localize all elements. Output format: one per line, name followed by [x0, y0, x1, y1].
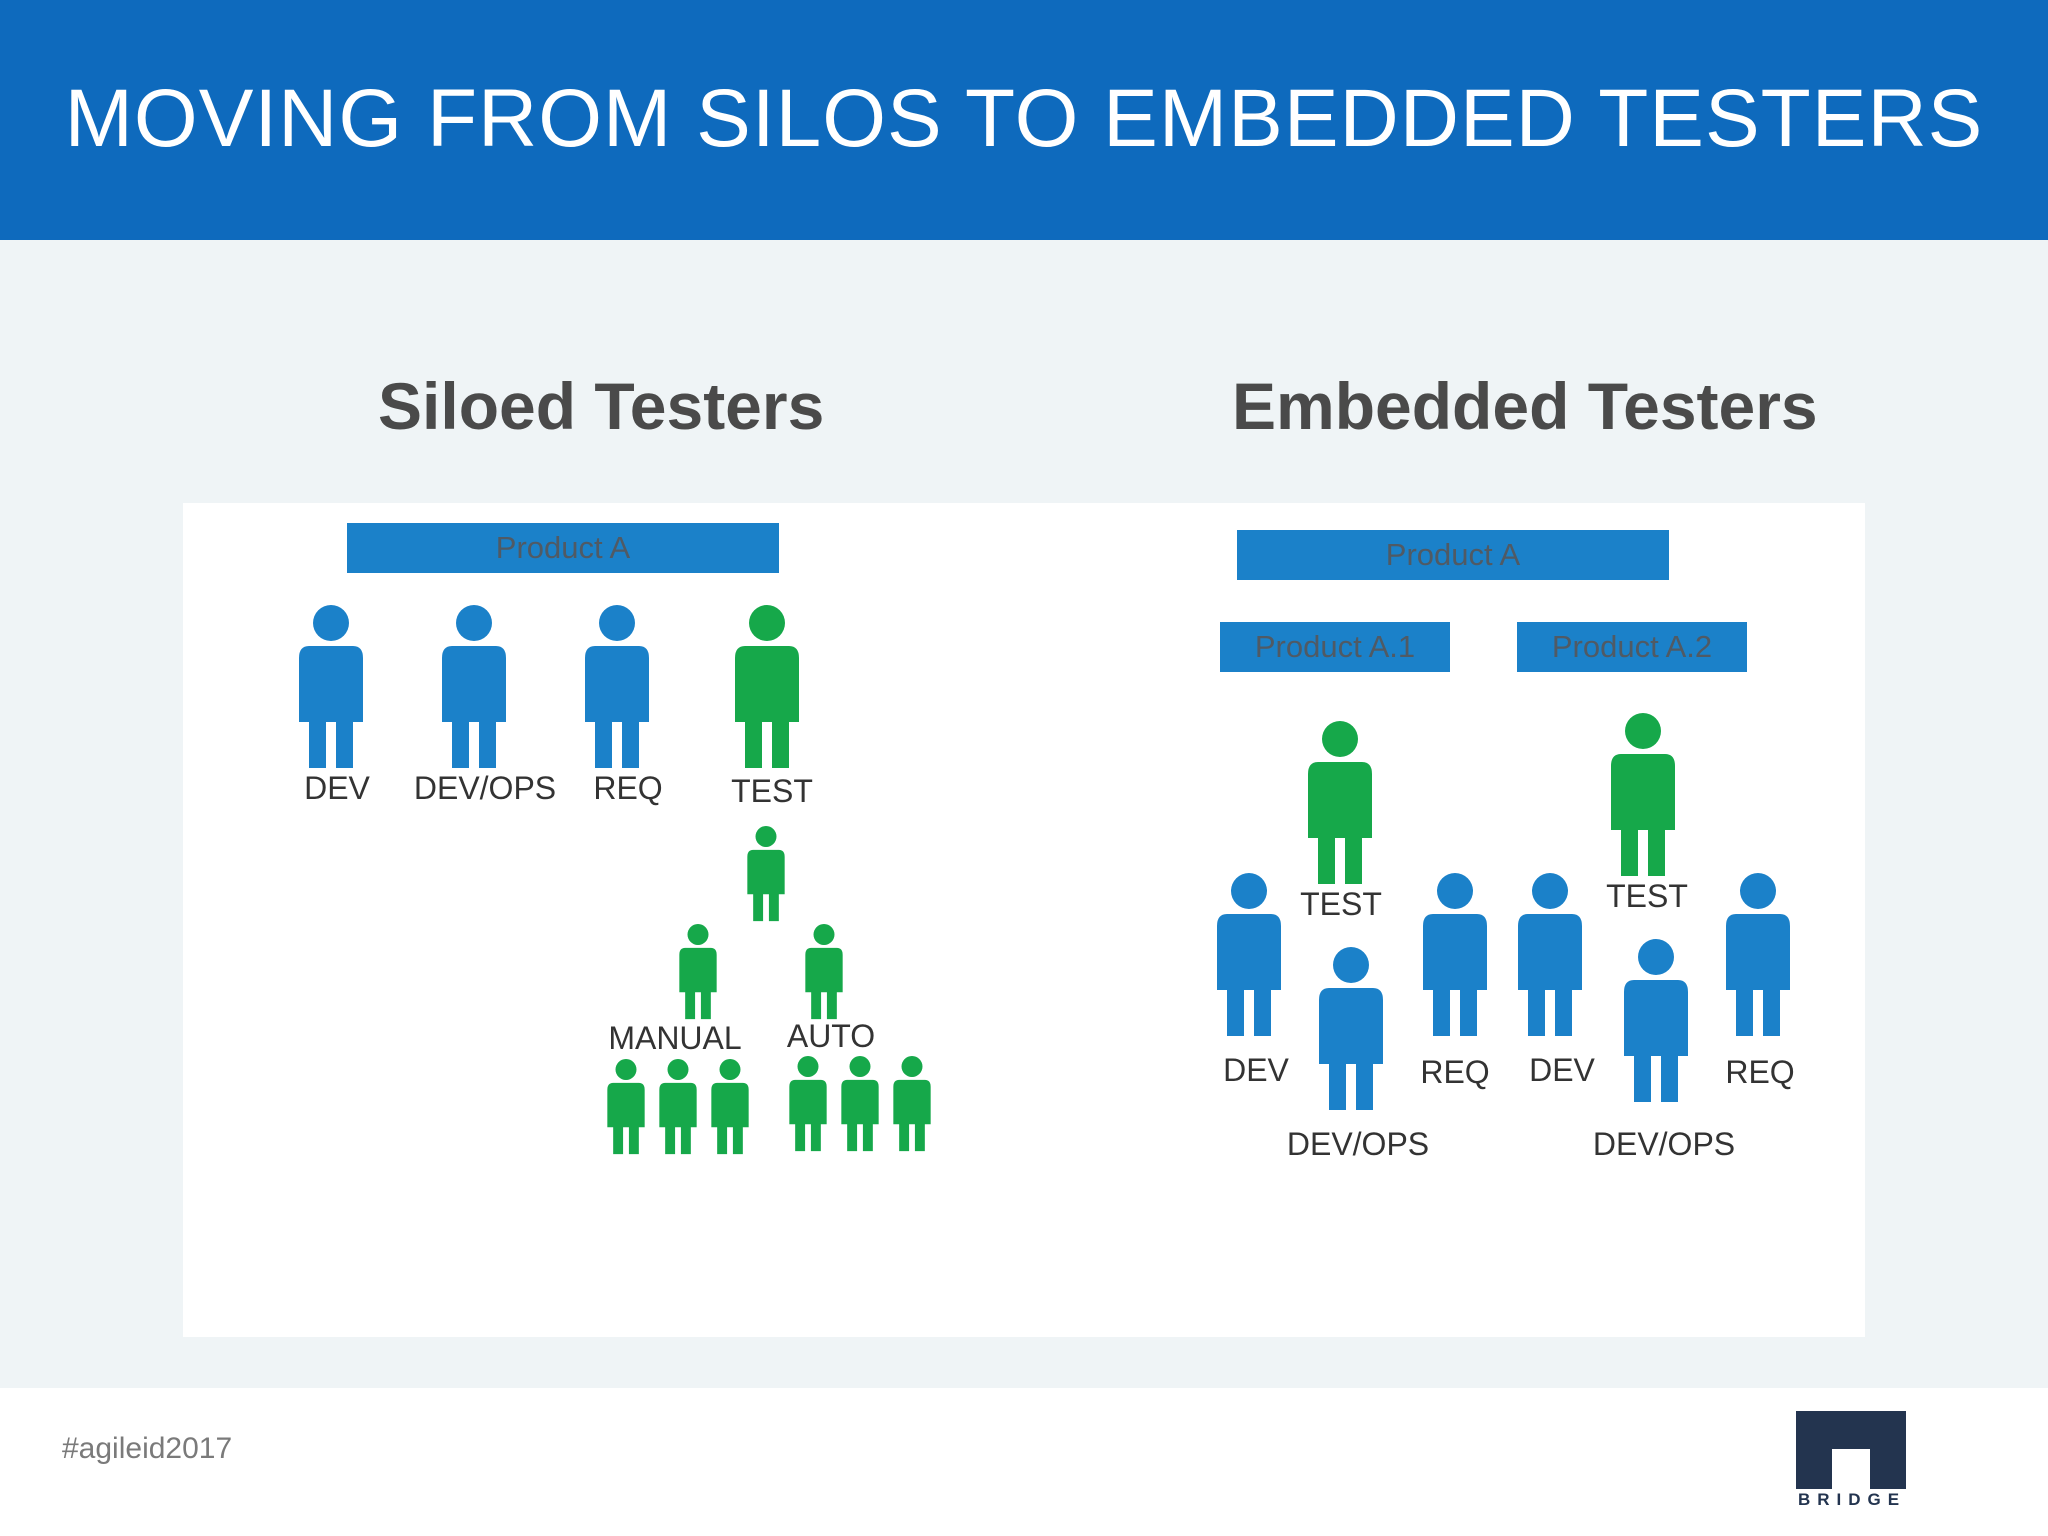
a2-devops-label: DEV/OPS — [1592, 1126, 1736, 1162]
a1-dev-person-icon — [1217, 873, 1281, 1036]
bridge-logo-icon — [1796, 1411, 1906, 1489]
manual-tester-icon — [607, 1059, 645, 1155]
embedded-heading: Embedded Testers — [1232, 369, 1818, 443]
a1-req-person-icon — [1423, 873, 1487, 1036]
test-lead-person-icon — [747, 826, 785, 922]
siloed-dev-label: DEV — [304, 770, 370, 806]
a1-test-label: TEST — [1300, 886, 1382, 922]
test-person-icon — [735, 605, 799, 768]
manual-tester-icon — [711, 1059, 749, 1155]
product-a1-bar: Product A.1 — [1220, 622, 1450, 672]
siloed-test-label: TEST — [731, 773, 813, 809]
a1-dev-label: DEV — [1223, 1052, 1289, 1088]
a1-devops-label: DEV/OPS — [1286, 1126, 1430, 1162]
a2-test-person-icon — [1611, 713, 1675, 876]
auto-label: AUTO — [786, 1018, 876, 1054]
a1-req-label: REQ — [1420, 1054, 1490, 1090]
product-a2-bar: Product A.2 — [1517, 622, 1747, 672]
auto-tester-icon — [841, 1056, 879, 1152]
slide-title: MOVING FROM SILOS TO EMBEDDED TESTERS — [64, 73, 1984, 164]
embedded-product-bar: Product A — [1237, 530, 1669, 580]
req-person-icon — [585, 605, 649, 768]
org-diagram: Product A DEV DEV/OPS REQ TEST MANUAL AU… — [183, 503, 1865, 1337]
a1-test-person-icon — [1308, 721, 1372, 884]
event-hashtag: #agileid2017 — [62, 1432, 233, 1465]
a2-dev-person-icon — [1518, 873, 1582, 1036]
manual-lead-person-icon — [679, 924, 717, 1020]
footer — [0, 1388, 2048, 1536]
siloed-product-bar: Product A — [347, 523, 779, 573]
siloed-req-label: REQ — [593, 770, 663, 806]
title-banner: MOVING FROM SILOS TO EMBEDDED TESTERS — [0, 0, 2048, 240]
devops-person-icon — [442, 605, 506, 768]
siloed-heading: Siloed Testers — [378, 369, 825, 443]
a2-devops-person-icon — [1624, 939, 1688, 1102]
manual-tester-icon — [659, 1059, 697, 1155]
auto-tester-icon — [893, 1056, 931, 1152]
manual-label: MANUAL — [608, 1020, 742, 1056]
a2-test-label: TEST — [1606, 878, 1688, 914]
dev-person-icon — [299, 605, 363, 768]
a1-devops-person-icon — [1319, 947, 1383, 1110]
a2-dev-label: DEV — [1529, 1052, 1595, 1088]
a2-req-person-icon — [1726, 873, 1790, 1036]
logo-wordmark: BRIDGE — [1797, 1490, 1907, 1509]
auto-lead-person-icon — [805, 924, 843, 1020]
a2-req-label: REQ — [1725, 1054, 1795, 1090]
siloed-devops-label: DEV/OPS — [413, 770, 557, 806]
auto-tester-icon — [789, 1056, 827, 1152]
